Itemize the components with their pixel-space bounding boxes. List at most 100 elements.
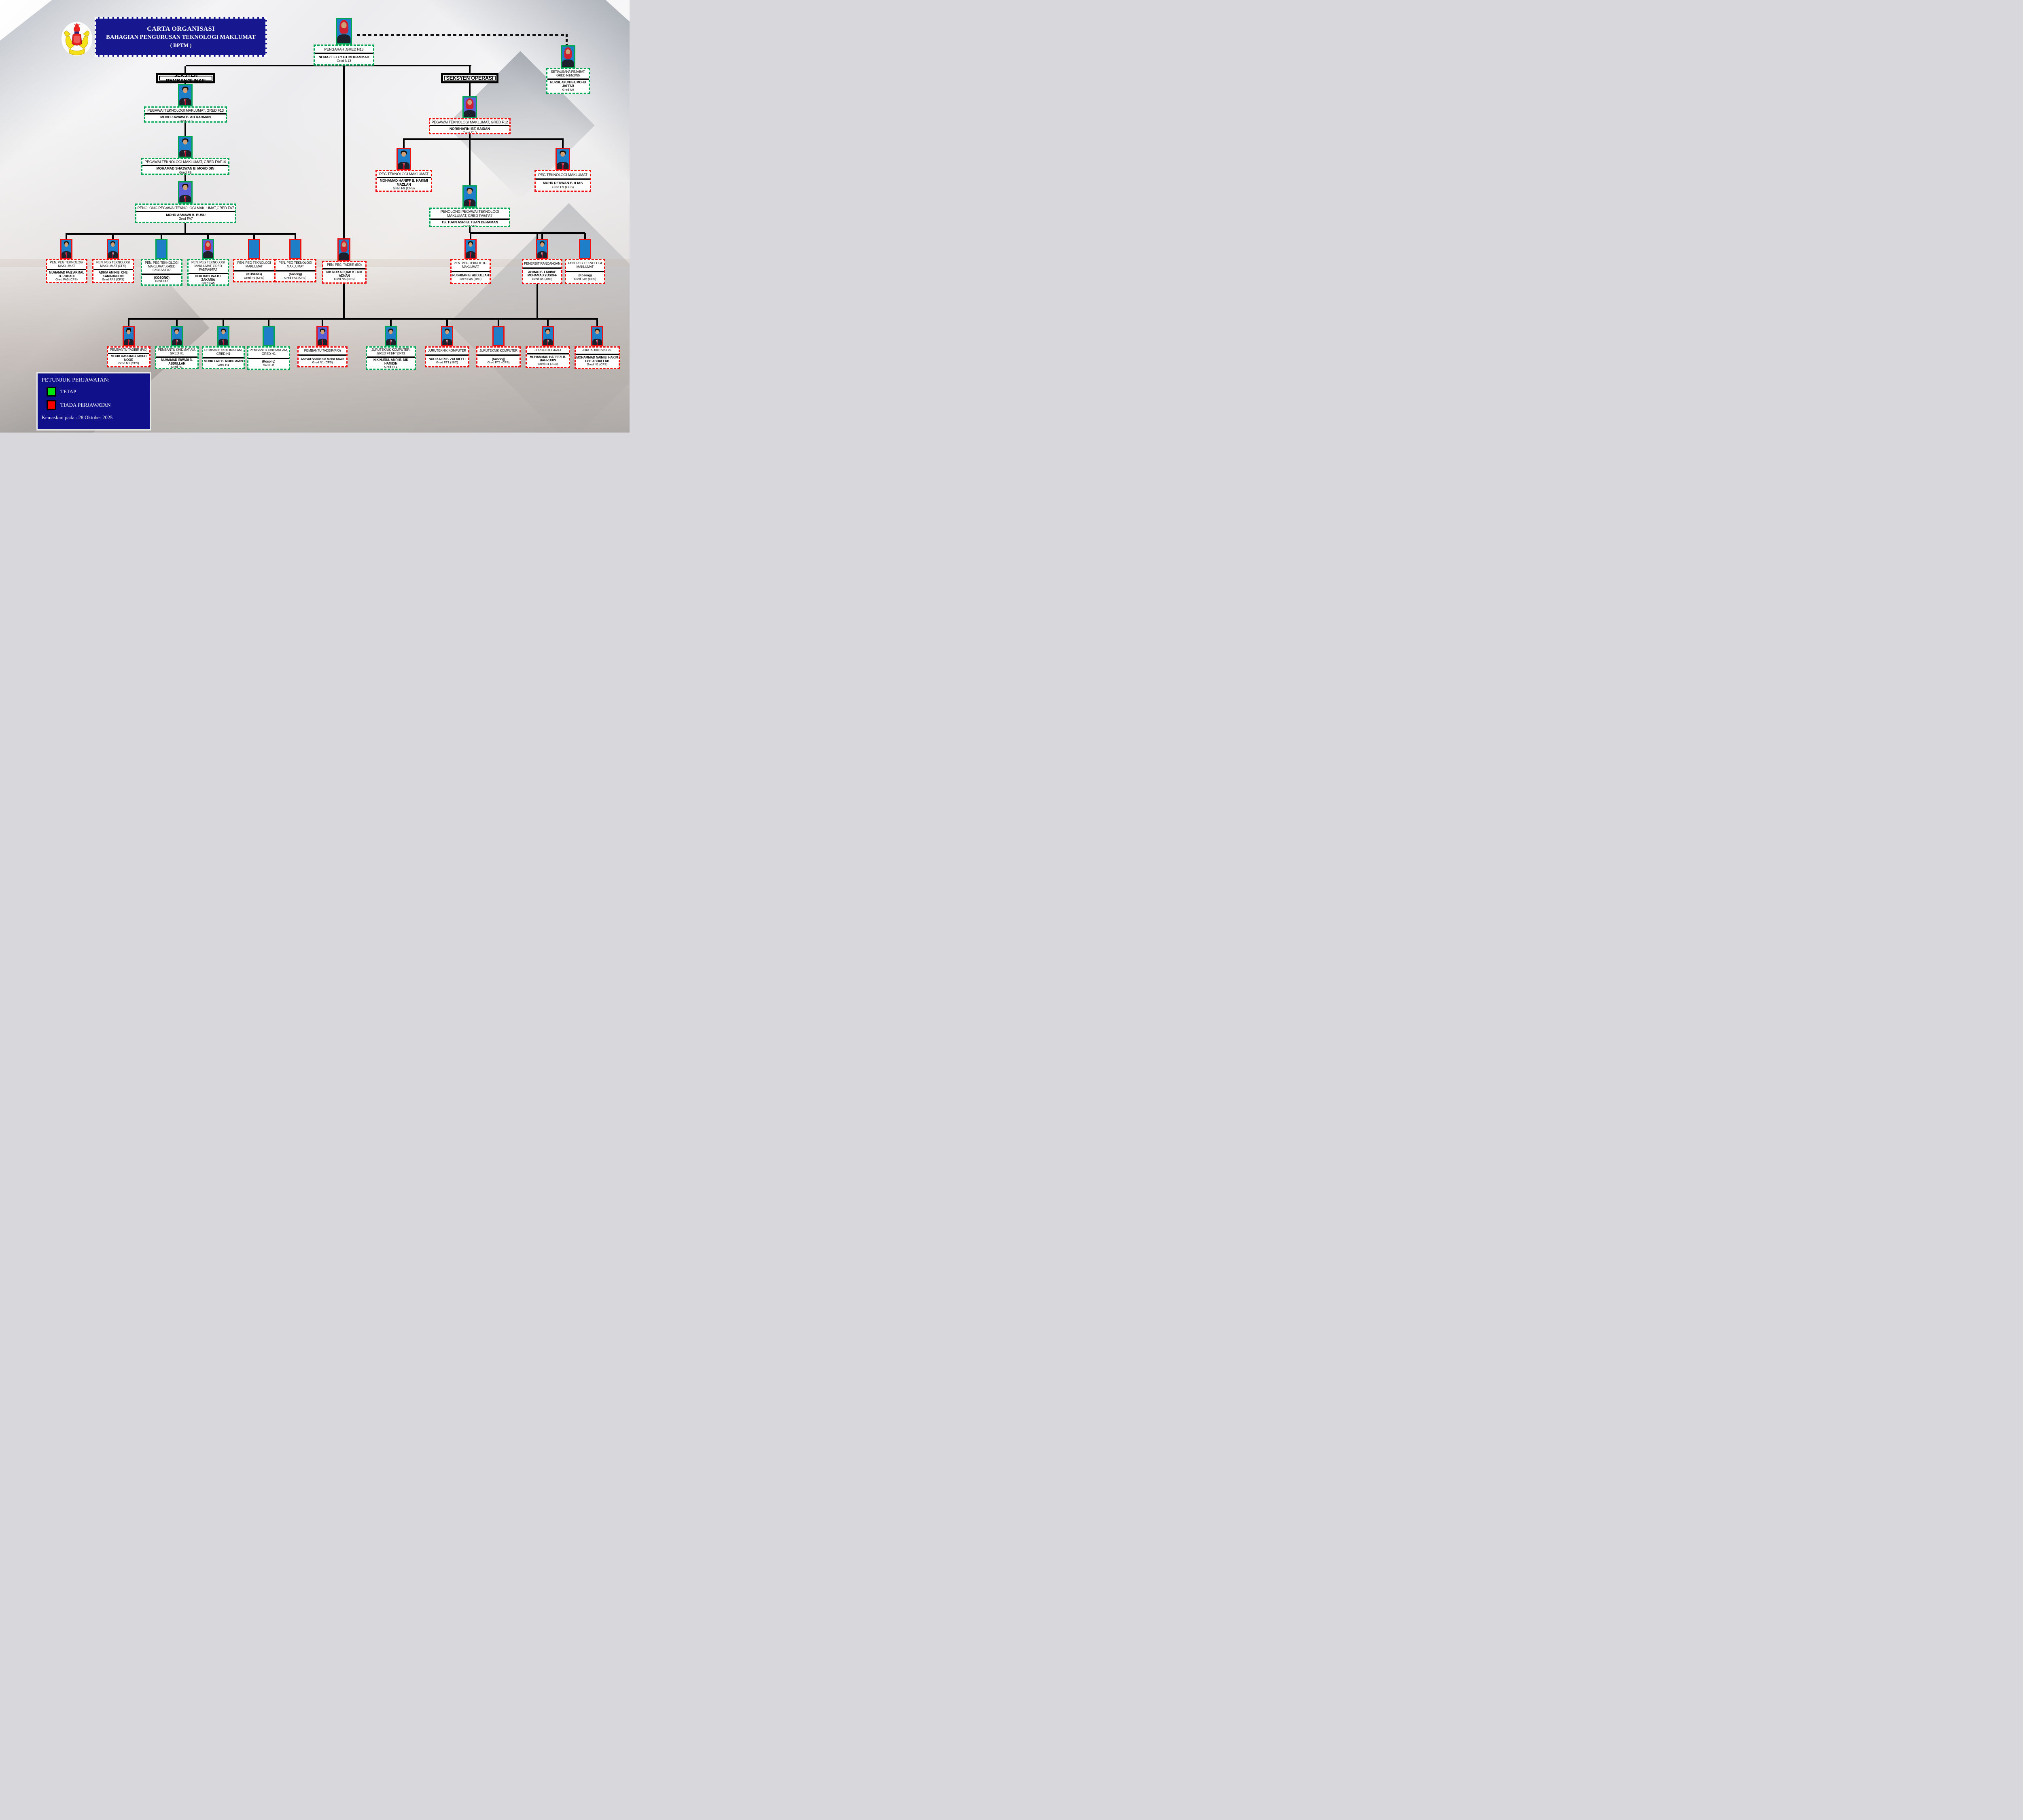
avatar-tie bbox=[184, 151, 186, 157]
node-name: Ahmad Shakir bin Mohd Alwee bbox=[300, 357, 345, 361]
avatar-suit bbox=[337, 34, 351, 43]
node-divider bbox=[536, 178, 590, 180]
legend-updated-date: Kemaskini pada : 28 Oktober 2025 bbox=[42, 415, 113, 420]
org-node-kosong-h1: PEMBANTU KHIDMAT AM, GRED H1(Kosong)Gred… bbox=[247, 346, 290, 370]
org-node-kassim: PEMBANTU TADBIR (P/O)MOHD KASSIM B. MOHD… bbox=[107, 346, 151, 367]
node-grade: Gred FA5 bbox=[201, 281, 215, 285]
org-chart-page: CARTA ORGANISASI BAHAGIAN PENGURUSAN TEK… bbox=[0, 0, 630, 433]
portrait-photo bbox=[178, 136, 193, 158]
org-node-afiqah: PEN. PEG. TADBIR (EO)NIK NUR AFIQAH BT. … bbox=[322, 261, 367, 284]
connector-line bbox=[112, 234, 114, 239]
portrait-photo bbox=[316, 326, 329, 346]
avatar-face bbox=[341, 22, 347, 28]
node-name: NORAZ LELEY BT MOHAMMAD bbox=[318, 55, 369, 59]
section-label-seksyen-pembangunan: SEKSYEN PEMBANGUNAN bbox=[156, 72, 215, 84]
node-grade: Gred B1 (JBC) bbox=[538, 362, 558, 366]
node-title: PEN. PEG. TADBIR (EO) bbox=[327, 263, 362, 267]
node-divider bbox=[527, 353, 569, 355]
avatar-face bbox=[183, 140, 188, 145]
avatar-face bbox=[183, 185, 188, 190]
node-grade: Gred H1 bbox=[217, 363, 229, 367]
org-node-kosong-fa5: PEN. PEG TEKNOLOGI MAKLUMAT, GRED FA5/FA… bbox=[141, 259, 182, 286]
node-title: JURUTEKNIK KOMPUTER, GRED FT1/FT2/FT3 bbox=[371, 348, 410, 355]
node-title: PENERBIT RANCANGAN bbox=[524, 261, 560, 265]
node-title: JURUFOTOGRAFI bbox=[534, 348, 561, 352]
avatar-face bbox=[401, 152, 406, 157]
org-node-kosong-ft1: JURUTEKNIK KOMPUTER(Kosong)Gred FT1 (CFS… bbox=[476, 346, 521, 367]
avatar-tie bbox=[470, 252, 471, 258]
node-name: (Kosong) bbox=[492, 357, 505, 361]
avatar bbox=[172, 327, 182, 345]
node-name: MOHD KASSIM B. MOHD NOOR bbox=[110, 354, 147, 362]
chart-title-line2: BAHAGIAN PENGURUSAN TEKNOLOGI MAKLUMAT bbox=[106, 34, 256, 40]
connector-line bbox=[268, 319, 269, 326]
node-name: (KOSONG) bbox=[246, 272, 262, 276]
node-divider bbox=[323, 268, 365, 270]
portrait-photo bbox=[591, 326, 603, 346]
node-grade: Gred FA5 (CFS) bbox=[574, 277, 596, 281]
node-title: PEGAWAI TEKNOLOGI MAKLUMAT, GRED F12 bbox=[431, 120, 508, 124]
node-divider bbox=[276, 270, 315, 272]
connector-line bbox=[184, 123, 186, 136]
connector-line bbox=[223, 319, 224, 326]
node-grade: Gred N6 bbox=[562, 87, 574, 91]
portrait-photo bbox=[462, 96, 477, 118]
node-title: PEN. PEG TEKNOLOGI MAKLUMAT bbox=[237, 261, 271, 269]
node-divider bbox=[142, 274, 181, 275]
connector-line bbox=[207, 234, 209, 239]
connector-line bbox=[66, 233, 296, 235]
connector-line bbox=[469, 227, 471, 233]
node-divider bbox=[430, 125, 509, 127]
connector-line bbox=[498, 319, 499, 326]
org-node-adika: PEN. PEG TEKNOLOGI MAKLUMAT (CFS)ADIKA A… bbox=[92, 259, 134, 283]
node-divider bbox=[234, 270, 274, 272]
node-person: (Kosong)Gred FT1 (CFS) bbox=[477, 356, 520, 366]
avatar bbox=[124, 327, 134, 345]
avatar bbox=[179, 137, 191, 157]
node-title: PENGARAH ,GRED N13 bbox=[324, 47, 364, 51]
kelantan-state-crest-logo bbox=[61, 22, 92, 56]
avatar-face bbox=[595, 329, 599, 334]
node-name: MOHAMAD SHAZWAN B. MOHD DIN bbox=[156, 166, 214, 171]
node-grade: Gred H1 bbox=[263, 363, 275, 367]
connector-line bbox=[446, 319, 448, 326]
avatar bbox=[337, 19, 351, 43]
connector-line bbox=[469, 134, 471, 139]
node-title: PEMBANTU KHIDMAT AM, GRED H1 bbox=[158, 348, 196, 355]
node-name: MUHAMMAD HAFEEZI B. BAHRUDIN bbox=[530, 355, 566, 363]
portrait-photo bbox=[171, 326, 183, 346]
avatar bbox=[466, 240, 475, 258]
node-name: RUSHDAN B. ABDULLAH bbox=[452, 274, 489, 278]
chart-title-banner: CARTA ORGANISASI BAHAGIAN PENGURUSAN TEK… bbox=[95, 17, 267, 57]
node-grade: Gred FA7 bbox=[178, 217, 193, 221]
node-grade: Gred F9 (CFS) bbox=[551, 185, 574, 189]
node-divider bbox=[93, 269, 133, 270]
node-divider bbox=[203, 357, 244, 358]
legend-heading: PETUNJUK PERJAWATAN: bbox=[42, 377, 110, 383]
node-divider bbox=[145, 113, 226, 115]
node-divider bbox=[430, 218, 509, 220]
node-title: PEG TEKNOLOGI MAKLUMAT bbox=[379, 172, 428, 176]
portrait-photo bbox=[336, 18, 352, 45]
portrait-photo bbox=[556, 148, 570, 170]
node-divider bbox=[566, 271, 604, 272]
node-grade: Gred FT1 (CFS) bbox=[487, 361, 510, 365]
node-grade: Gred FT1 bbox=[384, 365, 398, 369]
empty-portrait-placeholder bbox=[492, 326, 505, 346]
avatar bbox=[464, 98, 476, 117]
avatar bbox=[218, 327, 228, 345]
avatar-face bbox=[560, 152, 565, 157]
connector-line bbox=[343, 66, 345, 238]
node-divider bbox=[136, 211, 235, 212]
avatar-face bbox=[469, 242, 473, 247]
